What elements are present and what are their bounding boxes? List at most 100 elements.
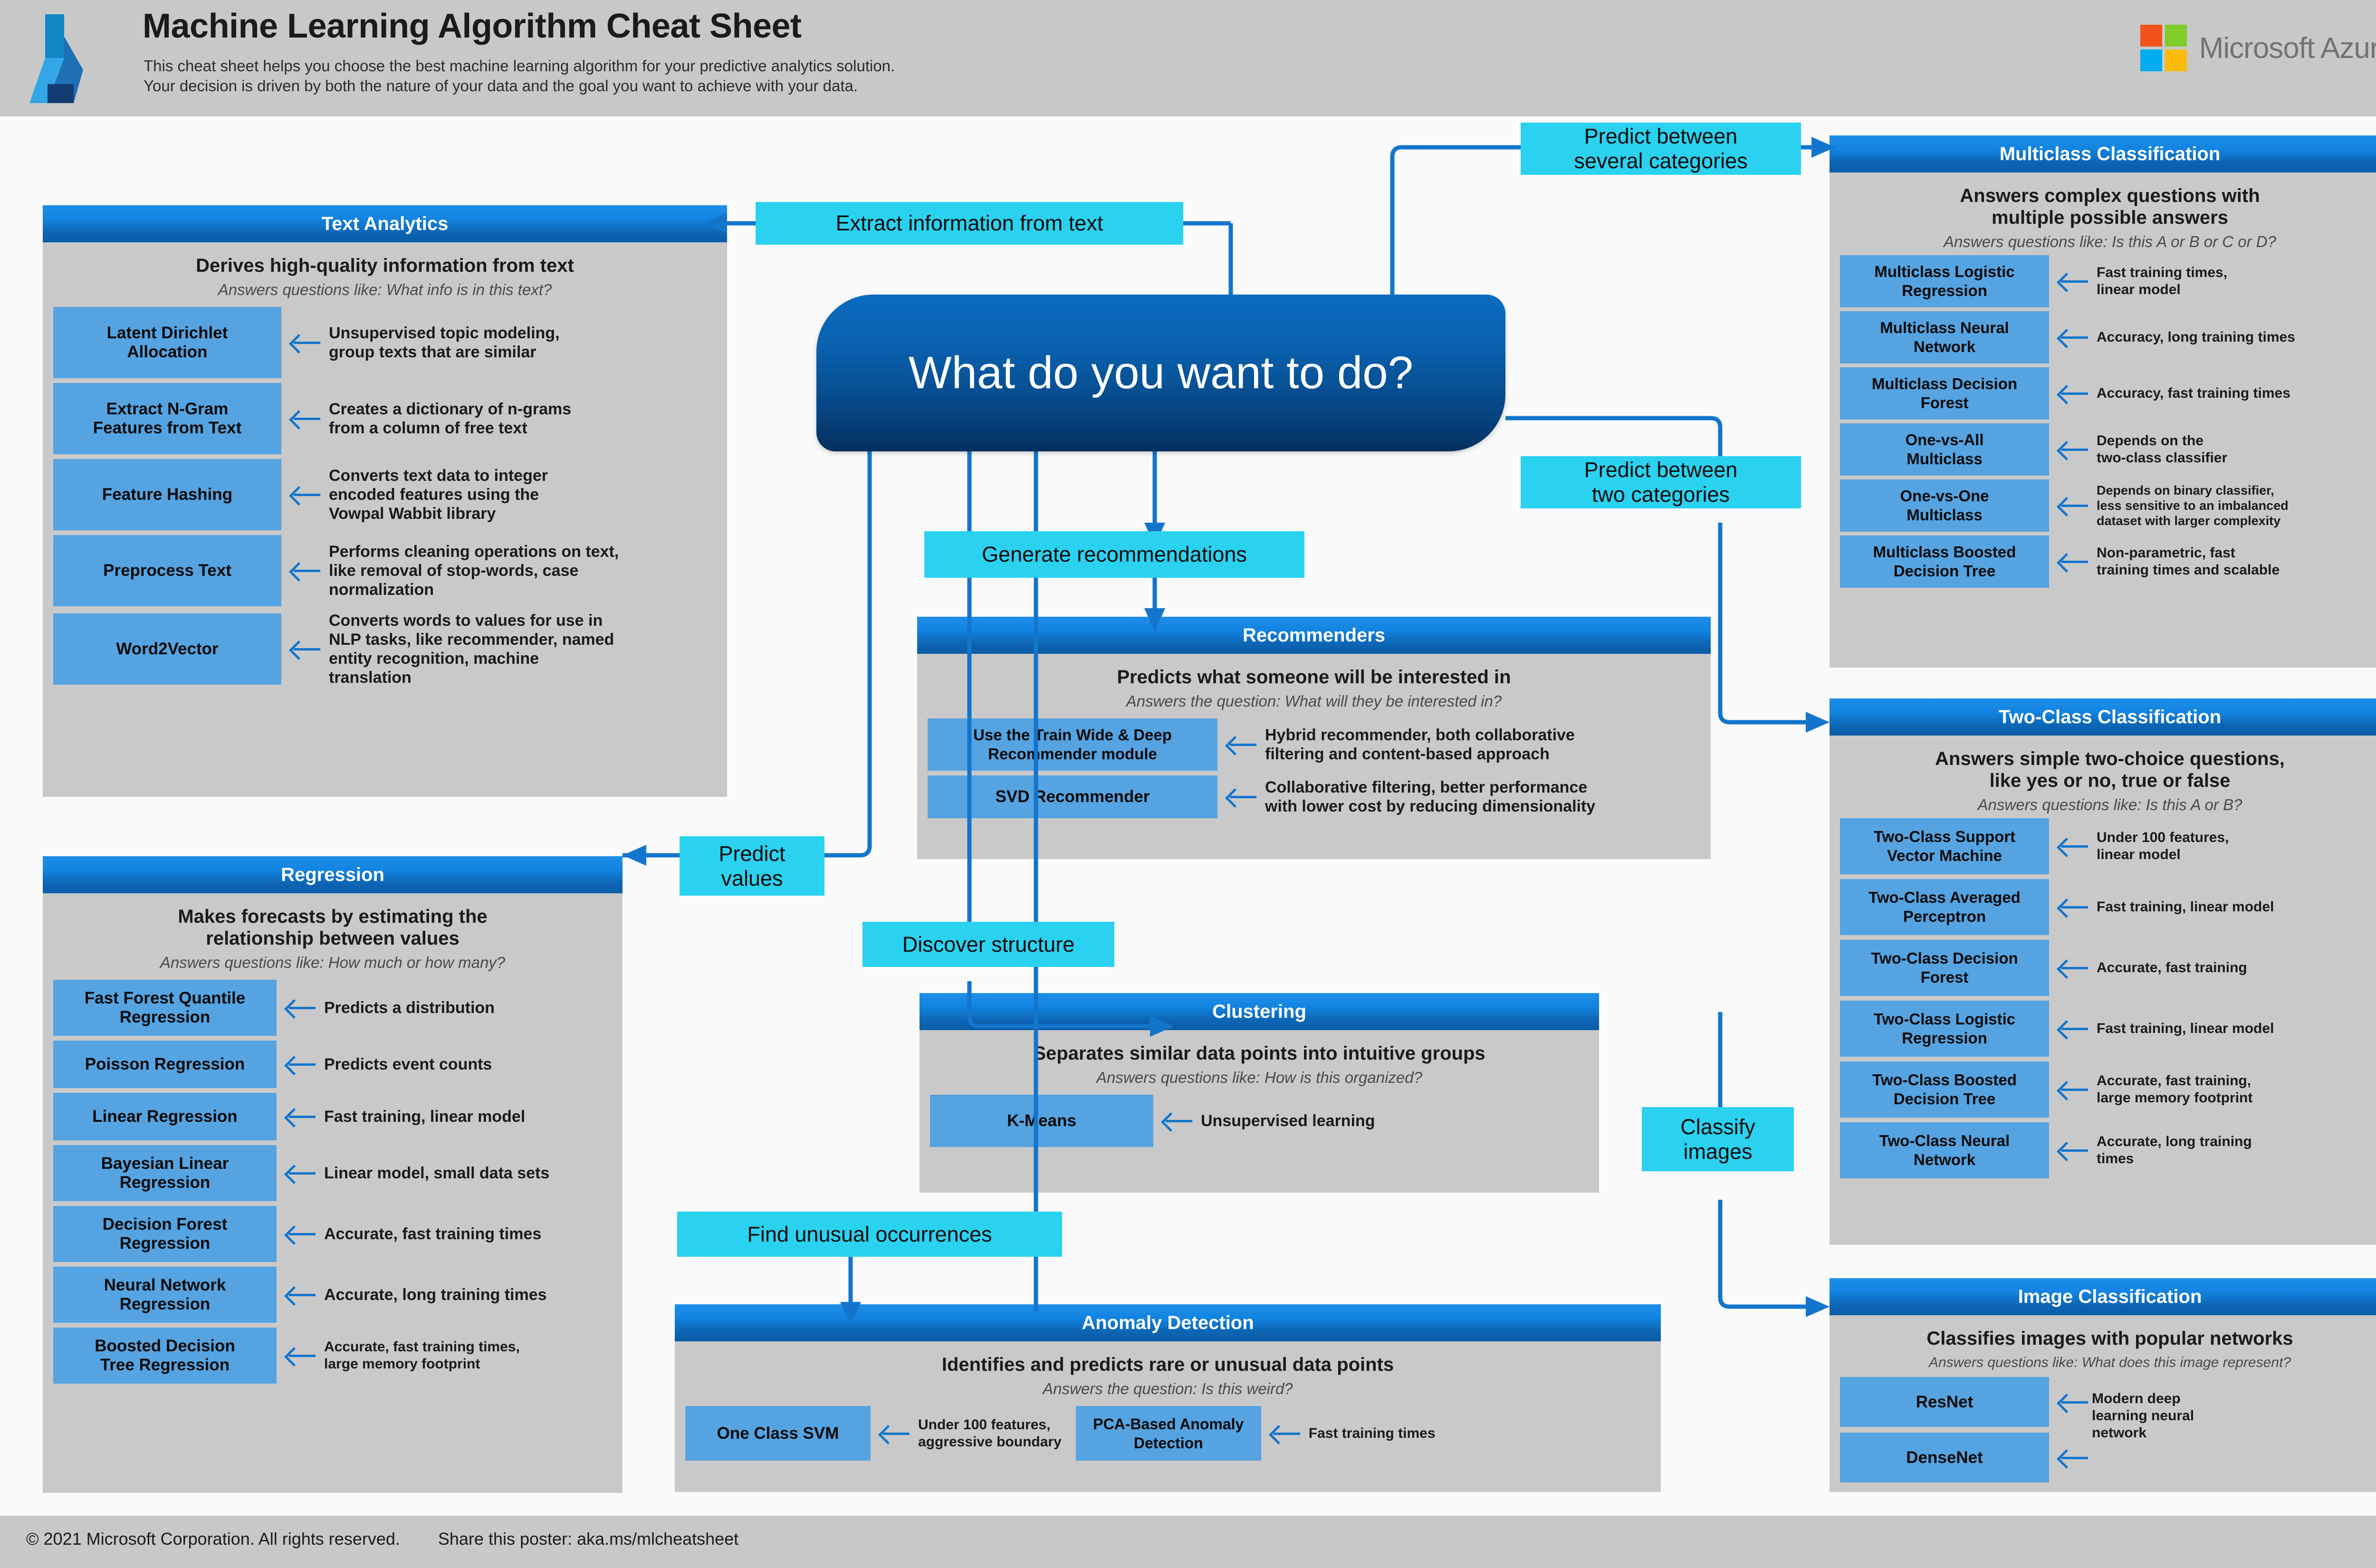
connector-find-unusual-occurrences[interactable]: Find unusual occurrences	[677, 1212, 1062, 1257]
panel-subhead: Answers questions like: Is this A or B?	[1977, 796, 2242, 813]
left-arrow-icon	[1160, 1113, 1194, 1129]
algorithm-box-word2vector[interactable]: Word2Vector	[53, 613, 281, 685]
left-arrow-icon	[288, 563, 322, 579]
central-question-node[interactable]: What do you want to do?	[816, 295, 1505, 451]
algorithm-description: Fast training, linear model	[2097, 899, 2274, 915]
left-arrow-icon	[2056, 554, 2090, 570]
algorithm-description: Fast training times	[1308, 1425, 1436, 1441]
page-header: Machine Learning Algorithm Cheat Sheet T…	[0, 0, 2376, 116]
algorithm-description: Fast training, linear model	[324, 1108, 526, 1126]
algorithm-box-k-means[interactable]: K-Means	[930, 1095, 1153, 1147]
left-arrow-icon	[283, 1109, 317, 1125]
algorithm-row: Poisson Regression Predicts event counts	[53, 1041, 612, 1088]
algorithm-description: Predicts a distribution	[324, 999, 495, 1017]
panel-multiclass-classification: Multiclass Classification Answers comple…	[1830, 135, 2376, 668]
algorithm-box-feature-hashing[interactable]: Feature Hashing	[53, 459, 281, 530]
algorithm-description: Fast training, linear model	[2097, 1021, 2274, 1036]
panel-title-image-classification: Image Classification	[1830, 1278, 2376, 1315]
algorithm-row: K-Means Unsupervised learning	[930, 1095, 1589, 1147]
left-arrow-icon	[283, 1056, 317, 1072]
algorithm-description: Under 100 features,aggressive boundary	[918, 1416, 1062, 1450]
connector-extract-information-from-text[interactable]: Extract information from text	[756, 202, 1183, 245]
page-subtitle: This cheat sheet helps you choose the be…	[144, 56, 895, 96]
panel-title-clustering: Clustering	[920, 993, 1599, 1030]
left-arrow-icon	[2056, 1081, 2090, 1098]
algorithm-description: Unsupervised learning	[1201, 1112, 1375, 1130]
algorithm-box-resnet[interactable]: ResNet	[1840, 1377, 2049, 1427]
algorithm-row: Feature Hashing Converts text data to in…	[53, 459, 717, 530]
algorithm-description: Accurate, fast training times,large memo…	[324, 1339, 520, 1372]
algorithm-description: Accurate, fast training times	[324, 1225, 542, 1243]
connector-label: Extract information from text	[835, 211, 1103, 235]
left-arrow-icon	[2056, 385, 2090, 402]
algorithm-box-preprocess-text[interactable]: Preprocess Text	[53, 535, 281, 606]
left-arrow-icon	[2056, 273, 2090, 289]
left-arrow-icon	[2056, 838, 2090, 854]
connector-generate-recommendations[interactable]: Generate recommendations	[924, 531, 1304, 578]
panel-anomaly-detection: Anomaly Detection Identifies and predict…	[675, 1304, 1661, 1492]
algorithm-row: SVD Recommender Collaborative filtering,…	[928, 775, 1700, 818]
connector-discover-structure[interactable]: Discover structure	[862, 922, 1114, 967]
algorithm-description: Depends on binary classifier,less sensit…	[2097, 483, 2289, 528]
left-arrow-icon	[288, 641, 322, 657]
algorithm-box-linear-regression[interactable]: Linear Regression	[53, 1093, 277, 1140]
algorithm-box-svd-recommender[interactable]: SVD Recommender	[928, 775, 1217, 818]
algorithm-box-one-class-svm[interactable]: One Class SVM	[685, 1406, 871, 1461]
panel-head: Classifies images with popular networks	[1926, 1328, 2293, 1349]
footer-share-link[interactable]: Share this poster: aka.ms/mlcheatsheet	[438, 1529, 739, 1549]
panel-subhead: Answers questions like: What does this i…	[1928, 1355, 2291, 1370]
algorithm-box-poisson-regression[interactable]: Poisson Regression	[53, 1041, 277, 1088]
connector-label: Discover structure	[902, 932, 1075, 956]
left-arrow-icon	[2056, 441, 2090, 458]
panel-head: Answers simple two-choice questions,like…	[1935, 748, 2285, 791]
panel-title-anomaly-detection: Anomaly Detection	[675, 1304, 1661, 1341]
algorithm-box-densenet[interactable]: DenseNet	[1840, 1433, 2049, 1482]
panel-title-two-class-classification: Two-Class Classification	[1830, 698, 2376, 736]
